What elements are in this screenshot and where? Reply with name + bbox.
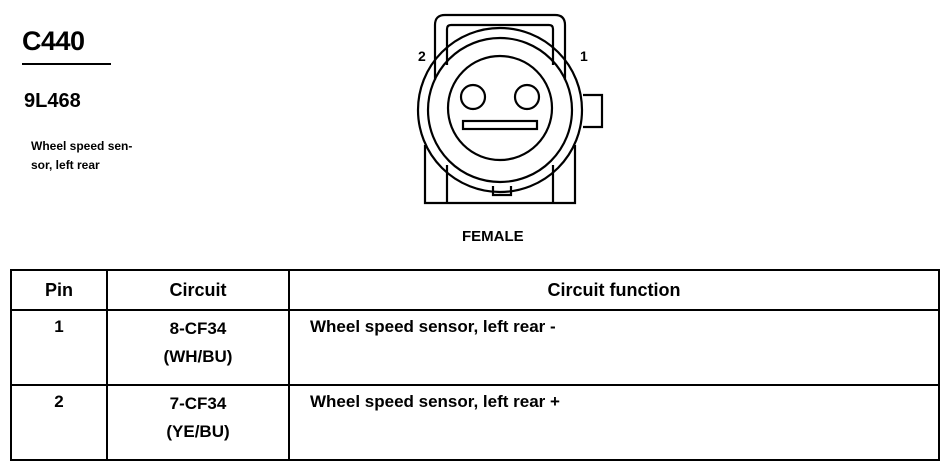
table-row: 2 7-CF34 (YE/BU) Wheel speed sensor, lef…	[10, 384, 940, 461]
latch-tab	[583, 93, 604, 129]
part-number: 9L468	[24, 90, 81, 112]
pin-cavity-2	[459, 83, 487, 111]
table-row: 1 8-CF34 (WH/BU) Wheel speed sensor, lef…	[10, 309, 940, 386]
cell-circuit: 8-CF34 (WH/BU)	[106, 309, 290, 386]
header-pin: Pin	[10, 269, 108, 311]
cell-function: Wheel speed sensor, left rear +	[288, 384, 940, 461]
face-ring	[446, 54, 554, 162]
table-header-row: Pin Circuit Circuit function	[10, 269, 940, 311]
description-line-2: sor, left rear	[31, 158, 100, 172]
connector-gender: FEMALE	[462, 228, 524, 245]
outer-ring	[416, 26, 584, 194]
pin-label-1: 1	[580, 48, 588, 64]
cell-pin: 1	[10, 309, 108, 386]
circuit-number: 7-CF34	[169, 394, 227, 413]
cell-function: Wheel speed sensor, left rear -	[288, 309, 940, 386]
header-circuit: Circuit	[106, 269, 290, 311]
connector-id-underline	[22, 63, 111, 65]
circuit-color: (WH/BU)	[163, 347, 233, 366]
pin-label-2: 2	[418, 48, 426, 64]
description-line-1: Wheel speed sen-	[31, 139, 133, 153]
circuit-number: 8-CF34	[169, 319, 227, 338]
header-circuit-function: Circuit function	[288, 269, 940, 311]
pinout-table: Pin Circuit Circuit function 1 8-CF34 (W…	[10, 269, 940, 461]
connector-id: C440	[22, 26, 85, 56]
connector-face-diagram	[416, 13, 604, 205]
cell-pin: 2	[10, 384, 108, 461]
cell-circuit: 7-CF34 (YE/BU)	[106, 384, 290, 461]
outer-shroud	[433, 13, 567, 80]
inner-ring	[426, 36, 574, 184]
housing-body	[423, 145, 577, 205]
inner-shroud	[445, 23, 555, 65]
circuit-color: (YE/BU)	[166, 422, 230, 441]
face-bar	[461, 119, 539, 131]
connector-description: Wheel speed sen- sor, left rear	[31, 137, 191, 175]
pin-cavity-1	[513, 83, 541, 111]
